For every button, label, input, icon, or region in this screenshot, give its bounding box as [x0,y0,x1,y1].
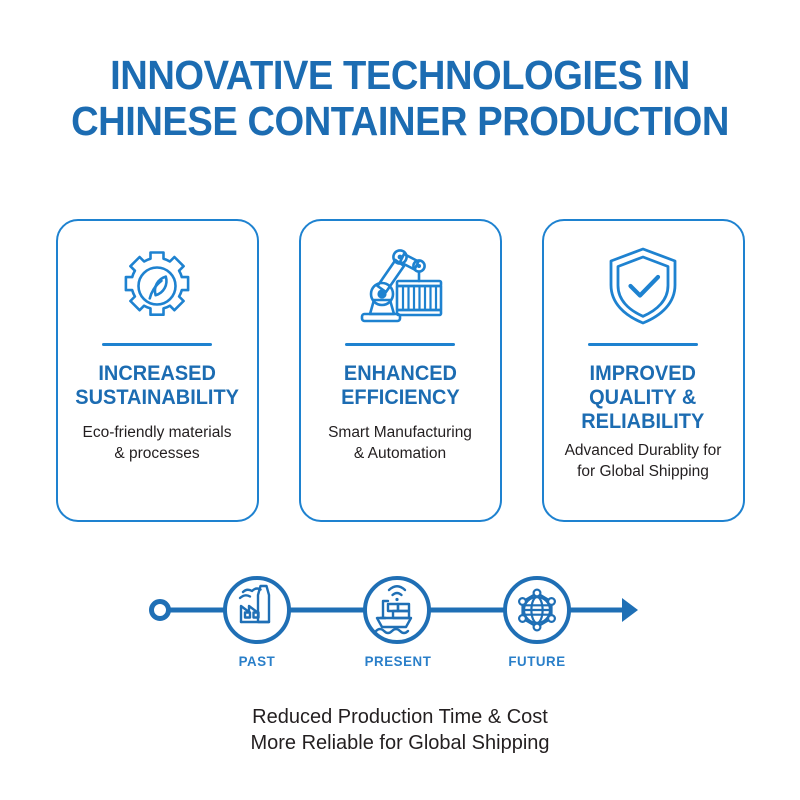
card-divider [345,343,455,346]
shield-check-icon [604,243,682,329]
feature-card-sustainability[interactable]: INCREASED SUSTAINABILITY Eco-friendly ma… [55,219,259,522]
title-line-1: INNOVATIVE TECHNOLOGIES IN [110,52,690,98]
card-heading: IMPROVED QUALITY & RELIABILITY [581,362,705,433]
card-divider [102,343,212,346]
page-title: INNOVATIVE TECHNOLOGIES IN CHINESE CONTA… [0,52,800,144]
timeline: PAST PRESENT FUTURE [0,565,800,675]
timeline-axis [149,598,638,622]
card-body-text: Eco-friendly materials & processes [82,424,232,462]
timeline-node-past [223,576,291,644]
feature-card-efficiency[interactable]: ENHANCED EFFICIENCY Smart Manufacturing … [298,219,502,522]
timeline-label-past: PAST [238,653,276,669]
feature-card-quality[interactable]: IMPROVED QUALITY & RELIABILITY Advanced … [541,219,745,522]
card-heading: ENHANCED EFFICIENCY [340,362,460,409]
timeline-label-present: PRESENT [364,653,432,669]
footer-line-2: More Reliable for Global Shipping [250,732,550,754]
card-body-text: Advanced Durablity for for Global Shippi… [564,442,722,480]
timeline-node-present [363,576,431,644]
feature-card-group: INCREASED SUSTAINABILITY Eco-friendly ma… [0,219,800,522]
timeline-label-future: FUTURE [508,653,566,669]
gear-leaf-icon [119,243,195,329]
card-heading: INCREASED SUSTAINABILITY [75,362,239,409]
card-divider [588,343,698,346]
title-line-2: CHINESE CONTAINER PRODUCTION [71,98,729,144]
timeline-label-group: PAST PRESENT FUTURE [0,653,800,673]
card-body-text: Smart Manufacturing & Automation [328,424,472,462]
footer-line-1: Reduced Production Time & Cost [252,706,548,728]
robotic-arm-container-icon [353,243,447,329]
timeline-node-future [503,576,571,644]
footer-summary: Reduced Production Time & Cost More Reli… [0,704,800,756]
